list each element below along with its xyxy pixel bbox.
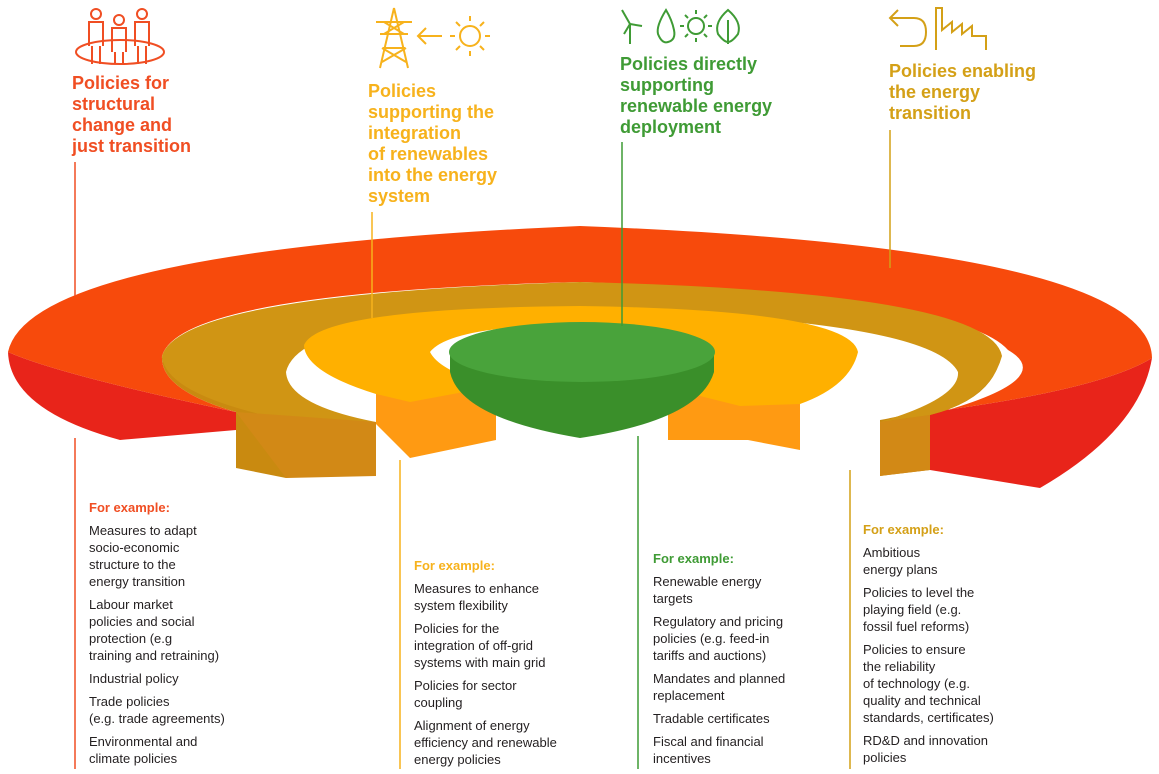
list-item: Policies to ensure the reliability of te… (863, 642, 994, 725)
pylon-sun-icon (376, 7, 490, 69)
example-label: For example: (414, 558, 495, 573)
example-label: For example: (863, 522, 944, 537)
list-item: Regulatory and pricing policies (e.g. fe… (653, 614, 784, 663)
deployment-examples: For example: Renewable energy targets Re… (653, 550, 843, 773)
example-label: For example: (89, 500, 170, 515)
list-item: Mandates and planned replacement (653, 671, 786, 703)
enabling-heading: Policies enabling the energy transition (889, 61, 1037, 123)
integration-ring-top (304, 306, 858, 406)
list-item: Environmental and climate policies (89, 734, 198, 766)
just-transition-heading: Policies for structural change and just … (72, 73, 192, 156)
list-item: Renewable energy targets (653, 574, 762, 606)
deployment-core-top (449, 322, 715, 382)
list-item: Measures to enhance system flexibility (414, 581, 540, 613)
people-icon (75, 8, 165, 65)
enabling-ring-front-blocks (236, 412, 930, 478)
list-item: Trade policies (e.g. trade agreements) (89, 694, 225, 726)
list-item: Policies for sector coupling (414, 678, 517, 710)
just-transition-examples: For example: Measures to adapt socio-eco… (89, 499, 279, 773)
list-item: RD&D and innovation policies (863, 733, 989, 765)
deployment-heading: Policies directly supporting renewable e… (620, 54, 773, 137)
list-item: Industrial policy (89, 671, 179, 686)
list-item: Alignment of energy efficiency and renew… (414, 718, 557, 767)
list-item: Ambitious energy plans (863, 545, 938, 577)
list-item: Labour market policies and social protec… (89, 597, 220, 663)
renewables-icon (621, 8, 740, 44)
list-item: Measures to adapt socio-economic structu… (89, 523, 197, 589)
enabling-ring-left-wall (161, 356, 286, 478)
example-label: For example: (653, 551, 734, 566)
integration-examples: For example: Measures to enhance system … (414, 557, 614, 774)
outer-ring-right-wall (930, 358, 1152, 488)
factory-icon (888, 7, 987, 50)
integration-heading: Policies supporting the integration of r… (368, 81, 498, 206)
enabling-examples: For example: Ambitious energy plans Poli… (863, 521, 1053, 772)
list-item: Tradable certificates (653, 711, 770, 726)
list-item: Policies for the integration of off-grid… (414, 621, 546, 670)
outer-ring-top (8, 226, 1152, 415)
outer-ring-left-wall (8, 352, 236, 440)
list-item: Fiscal and financial incentives (653, 734, 764, 766)
list-item: Policies to level the playing field (e.g… (863, 585, 975, 634)
